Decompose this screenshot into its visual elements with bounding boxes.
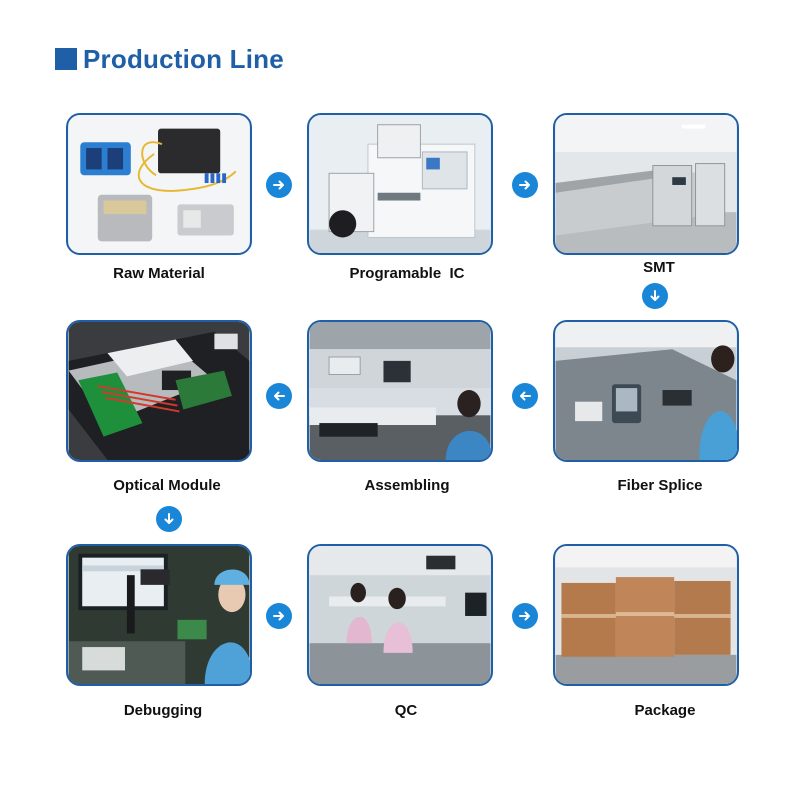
step-card-assembling (307, 320, 493, 462)
step-card-raw-material (66, 113, 252, 255)
step-label-assembling: Assembling (364, 477, 450, 494)
step-label-optical-module: Optical Module (113, 477, 221, 494)
step-label-smt: SMT (643, 259, 675, 276)
step-label-qc: QC (394, 702, 418, 719)
programable-ic-photo (309, 115, 491, 253)
step-card-fiber-splice (553, 320, 739, 462)
optical-module-photo (68, 322, 250, 460)
header-square-icon (55, 48, 77, 70)
debugging-photo (68, 546, 250, 684)
qc-photo (309, 546, 491, 684)
arrow-right-icon (512, 172, 538, 198)
package-photo (555, 546, 737, 684)
step-label-debugging: Debugging (123, 702, 203, 719)
assembling-photo (309, 322, 491, 460)
smt-photo (555, 115, 737, 253)
arrow-down-icon (156, 506, 182, 532)
step-card-debugging (66, 544, 252, 686)
arrow-down-icon (642, 283, 668, 309)
raw-material-photo (68, 115, 250, 253)
step-card-qc (307, 544, 493, 686)
step-card-programable-ic (307, 113, 493, 255)
step-label-raw-material: Raw Material (113, 265, 205, 282)
step-label-package: Package (634, 702, 696, 719)
step-label-fiber-splice: Fiber Splice (617, 477, 703, 494)
page-header: Production Line (55, 44, 284, 74)
arrow-right-icon (266, 172, 292, 198)
fiber-splice-photo (555, 322, 737, 460)
arrow-left-icon (266, 383, 292, 409)
step-card-optical-module (66, 320, 252, 462)
arrow-left-icon (512, 383, 538, 409)
arrow-right-icon (266, 603, 292, 629)
step-card-package (553, 544, 739, 686)
step-label-programable-ic: Programable IC (349, 265, 465, 282)
page-title: Production Line (83, 43, 284, 74)
step-card-smt (553, 113, 739, 255)
arrow-right-icon (512, 603, 538, 629)
